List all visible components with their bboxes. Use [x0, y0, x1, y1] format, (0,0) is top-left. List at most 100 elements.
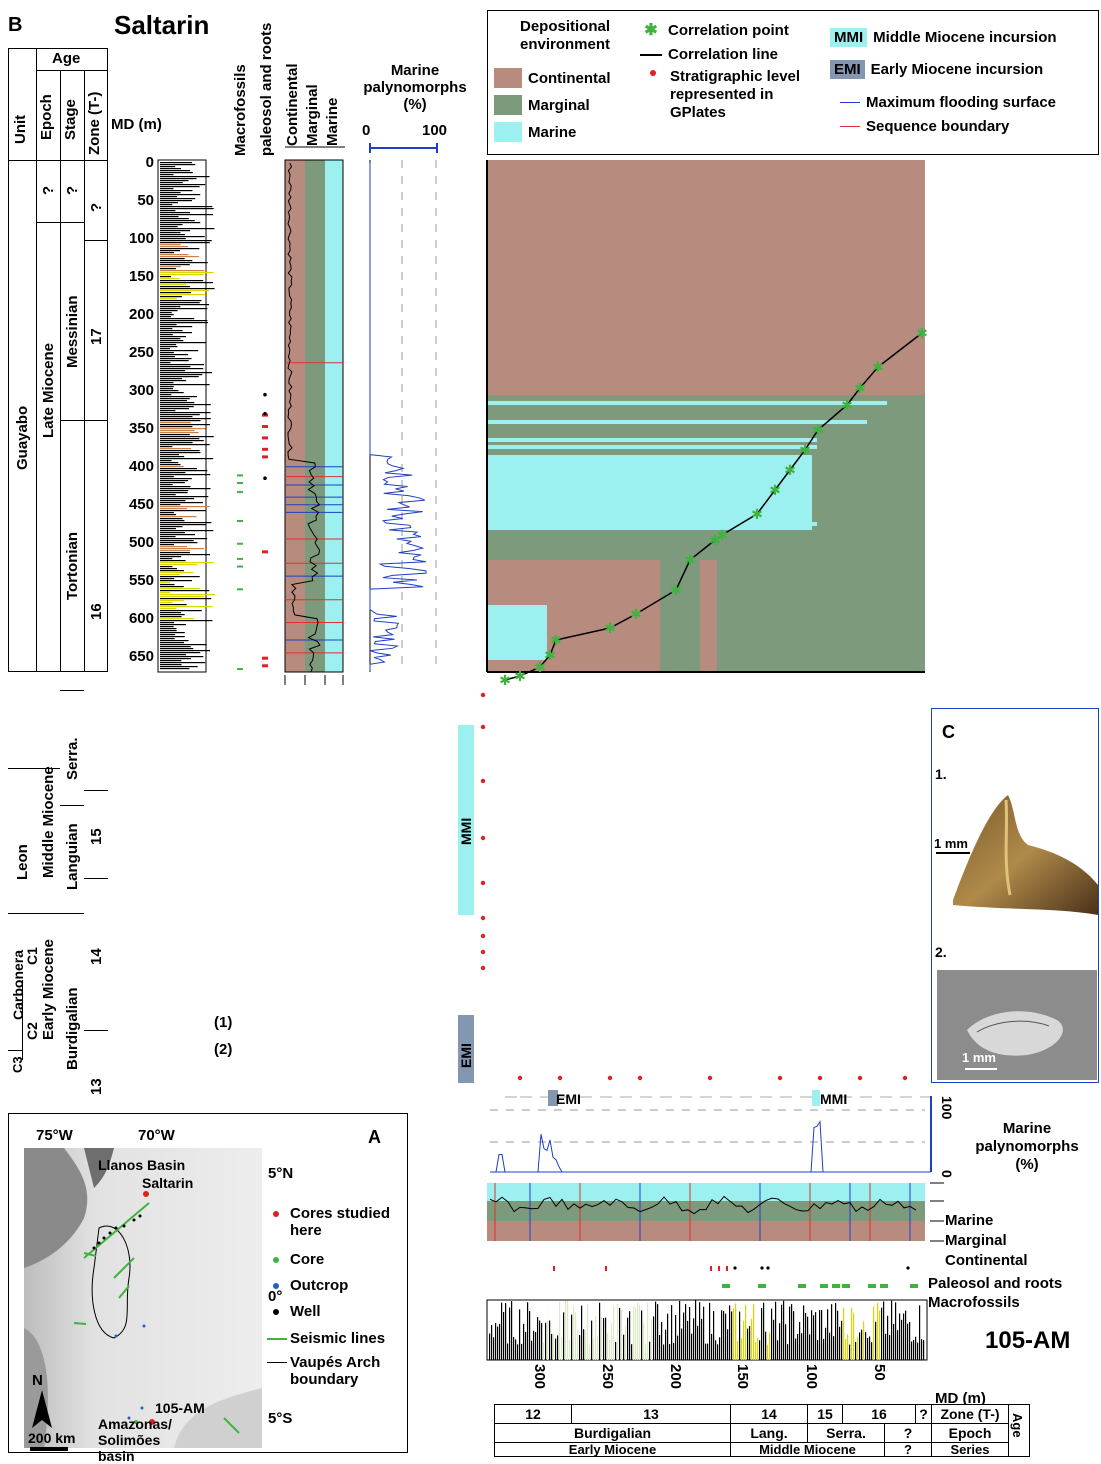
paleosol-mark [262, 664, 268, 668]
marine-palyno-header: Marine palynomorphs (%) [363, 62, 467, 113]
seismic-line-icon [267, 1338, 287, 1340]
strat-level-dot-y [480, 835, 486, 841]
macrofossil-mark [237, 474, 243, 477]
bottom-paleosol-mark [718, 1266, 720, 1271]
depth-tick-label: 400 [128, 457, 154, 475]
bottom-paleosol-dot [766, 1266, 770, 1270]
bottom-paleosol-mark [726, 1266, 728, 1271]
legend-marine: Marine [494, 122, 576, 142]
zone-cell-13: 13 [571, 1404, 731, 1424]
paleosol-macrofossil-marks [237, 392, 268, 671]
legend-continental: Continental [494, 68, 611, 88]
legend-correlation-line: Correlation line [640, 46, 778, 63]
paleosol-mark [262, 455, 268, 459]
correlation-point: ✱ [812, 422, 824, 438]
strat-level-dot-x [707, 1075, 713, 1081]
bottom-env-continental: Continental [945, 1252, 1028, 1269]
epoch-head-cell: Epoch [931, 1423, 1009, 1443]
bottom-palyno-title: Marine palynomorphs (%) [975, 1120, 1079, 1173]
epoch-cell-serra: Serra. [807, 1423, 885, 1443]
bottom-md-tick-label: 100 [803, 1364, 820, 1390]
correlation-point: ✱ [534, 659, 546, 675]
macrofossil-mark [237, 668, 243, 671]
bottom-md-tick-label: 150 [734, 1364, 751, 1390]
strat-level-dot-x [557, 1075, 563, 1081]
bottom-paleosol-label: Paleosol and roots [928, 1275, 1063, 1292]
bottom-macrofossil-mark [880, 1284, 888, 1288]
macrofossil-mark [237, 481, 243, 484]
correlation-point: ✱ [784, 462, 796, 478]
legend-depo-title: Depositional environment [519, 18, 610, 53]
depth-tick-label: 550 [128, 571, 154, 589]
macrofossil-mark [237, 542, 243, 545]
paleosol-mark [262, 656, 268, 660]
correlation-point: ✱ [709, 532, 721, 548]
corr-marine-stripe [487, 445, 817, 449]
legend-strat-level: Stratigraphic level represented in GPlat… [670, 68, 801, 121]
north-arrow-icon [32, 1390, 52, 1428]
legend-sb: Sequence boundary [840, 118, 1009, 135]
map-legend-outcrop: Outcrop [290, 1277, 349, 1294]
lat-label-0: 0° [268, 1288, 283, 1305]
well-title-105am: 105-AM [985, 1327, 1071, 1354]
scale-bar-1 [936, 852, 970, 854]
lat-label-5n: 5°N [268, 1165, 294, 1182]
epoch-cell-unknown: ? [884, 1423, 932, 1443]
zone-cell-16: 16 [842, 1404, 916, 1424]
bottom-paleosol-mark [605, 1266, 607, 1271]
bottom-paleosol-mark [710, 1266, 712, 1271]
macrofossil-mark [237, 491, 243, 494]
env-frame [284, 159, 344, 673]
bottom-macrofossil-mark [798, 1284, 806, 1288]
bottom-macrofossil-mark [820, 1284, 828, 1288]
depth-tick-label: 150 [128, 267, 154, 285]
correlation-point: ✱ [670, 582, 682, 598]
map-scale-label: 200 km [28, 1430, 76, 1446]
strat-level-dot-x [817, 1075, 823, 1081]
depth-tick-label: 250 [128, 343, 154, 361]
zone-cell-12: 12 [494, 1404, 572, 1424]
correlation-point: ✱ [544, 647, 556, 663]
env-continental-band [285, 160, 305, 672]
bottom-paleosol-mark [553, 1266, 555, 1271]
paleosol-black-dot [263, 411, 267, 416]
zone-cell-15: 15 [807, 1404, 843, 1424]
zone-cell-14: 14 [730, 1404, 808, 1424]
map-label-llanos: Llanos Basin [98, 1157, 186, 1173]
env-marginal-band [305, 160, 325, 672]
depth-tick-label: 300 [128, 381, 154, 399]
emi-axis-label: EMI [556, 1091, 581, 1107]
well-dot-icon [273, 1309, 279, 1315]
series-cell-early: Early Miocene [494, 1442, 731, 1457]
macrofossil-mark [237, 557, 243, 560]
bottom-paleosol-dot [906, 1266, 910, 1270]
correlation-point: ✱ [769, 482, 781, 498]
panel-a-letter: A [368, 1127, 381, 1147]
outcrop-dot-icon [273, 1283, 279, 1289]
strat-level-dot-y [480, 933, 486, 939]
age-head-cell: Age [1008, 1404, 1030, 1457]
panel-c-item2: 2. [935, 944, 947, 960]
strat-level-dot-x [607, 1075, 613, 1081]
corr-marginal-lower [720, 545, 910, 672]
emi-bar-label: EMI [458, 1043, 474, 1068]
corr-marine-stripe [487, 420, 867, 424]
depth-tick-label: 650 [128, 647, 154, 665]
bottom-macrofossil-mark [842, 1284, 850, 1288]
zone-cell-unknown: ? [915, 1404, 932, 1424]
fossil-sem-image [937, 970, 1097, 1080]
correlation-point: ✱ [841, 397, 853, 413]
depth-tick-label: 600 [128, 609, 154, 627]
shark-tooth-fossil-image [953, 795, 1098, 915]
macrofossil-mark [237, 588, 243, 591]
map-legend-core: Core [290, 1251, 325, 1268]
map-legend-cores-studied: Cores studied here [290, 1205, 391, 1239]
series-cell-unknown: ? [884, 1442, 932, 1457]
bottom-macrofossil-mark [910, 1284, 918, 1288]
panel-c-scale1: 1 mm [934, 836, 968, 851]
bottom-env-marginal: Marginal [945, 1232, 1007, 1249]
bottom-env-curve [489, 1195, 917, 1215]
map-label-105am: 105-AM [155, 1400, 205, 1416]
bottom-env-marginal [487, 1201, 925, 1221]
well-105am-graphics [486, 1096, 944, 1361]
